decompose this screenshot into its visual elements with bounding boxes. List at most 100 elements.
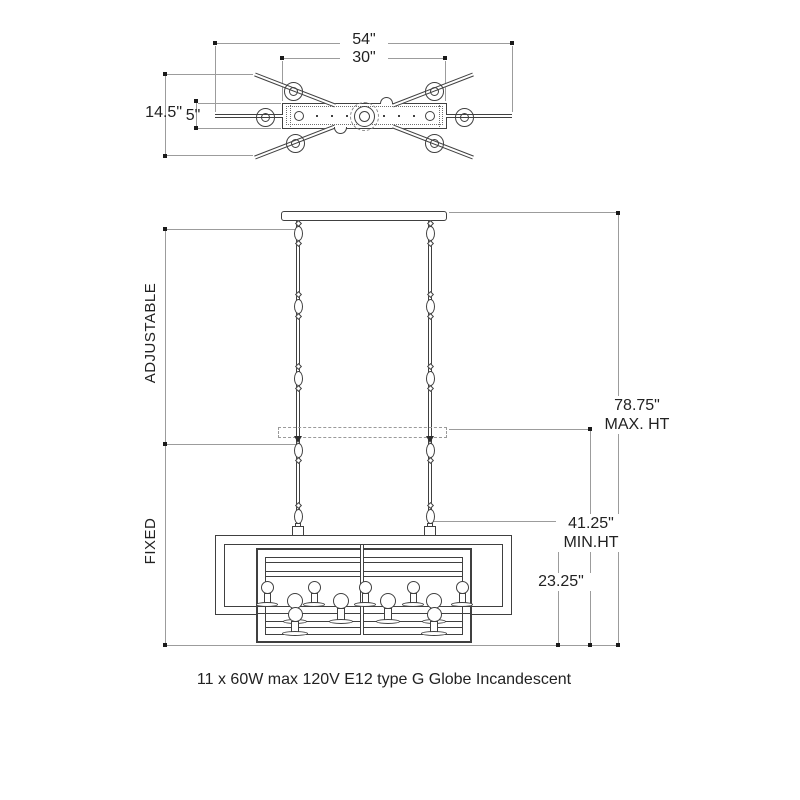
dim-label-14-5: 14.5" [145, 104, 182, 121]
chain-link [293, 508, 303, 524]
fixed-label: FIXED [142, 517, 159, 565]
max-height-label: 78.75" MAX. HT [601, 396, 673, 434]
max-height-unit: MAX. HT [604, 416, 670, 433]
min-height-value: 41.25" [568, 515, 614, 532]
chain-link [425, 442, 435, 458]
dim-dot [163, 154, 167, 158]
ext-line [167, 229, 296, 230]
plan-screw-dot [346, 115, 348, 117]
dim-label-30: 30" [340, 49, 388, 67]
plan-globe-ring [288, 86, 298, 96]
chain-link [425, 225, 435, 241]
bulb-globe [287, 607, 303, 622]
dim-dot [616, 211, 620, 215]
ext-line [167, 444, 296, 445]
bulb-globe [406, 581, 420, 594]
bulb-base [256, 602, 278, 607]
dim-dot [280, 56, 284, 60]
dim-dot [443, 56, 447, 60]
bulb-base [354, 602, 376, 607]
ext-line [512, 46, 513, 112]
plan-mount-bump [380, 97, 393, 104]
chain-link [425, 508, 435, 524]
plan-globe-ring [459, 112, 469, 122]
min-height-label: 41.25" MIN.HT [556, 514, 626, 552]
dim-line-5 [196, 101, 197, 128]
plan-globe-ring [424, 133, 444, 153]
ext-line-fixture-top [432, 521, 558, 522]
min-height-dashed-bar [278, 427, 447, 438]
chain-link [425, 298, 435, 314]
bulb-globe [260, 581, 274, 594]
plan-screw-dot [331, 115, 333, 117]
fixture-rail [258, 613, 470, 614]
plan-center-dashed-circle [349, 101, 379, 131]
fixture-rail [266, 627, 462, 628]
canopy [281, 211, 447, 221]
plan-suspension-hole [294, 111, 304, 121]
dim-label-54: 54" [340, 31, 388, 49]
bulb-globe [358, 581, 372, 594]
ext-line-minht [449, 429, 590, 430]
dim-dot [163, 442, 167, 446]
plan-globe-ring [255, 107, 275, 127]
plan-globe-ring [285, 133, 305, 153]
chain-link [293, 442, 303, 458]
min-height-arrow [425, 436, 434, 443]
min-height-unit: MIN.HT [563, 534, 619, 551]
lamping-caption: 11 x 60W max 120V E12 type G Globe Incan… [196, 671, 572, 688]
fixture-rail [266, 621, 462, 622]
dim-dot [616, 643, 620, 647]
plan-screw-dot [383, 115, 385, 117]
bulb-globe [426, 607, 442, 622]
fixture-rail [266, 562, 462, 563]
fixture-rail [266, 576, 462, 577]
plan-hinge-line [439, 105, 440, 127]
dim-dot [163, 643, 167, 647]
plan-screw-dot [398, 115, 400, 117]
ext-line [445, 61, 446, 101]
bulb-base [451, 602, 473, 607]
bulb-base [329, 619, 353, 624]
chain-link [425, 370, 435, 386]
bulb-base [402, 602, 424, 607]
dim-line-adjustable [165, 229, 166, 444]
dim-dot [588, 427, 592, 431]
bulb-globe [455, 581, 469, 594]
chain-link [293, 225, 303, 241]
bulb-base [303, 602, 325, 607]
elevation-view [0, 200, 800, 660]
plan-globe-ring [290, 138, 300, 148]
ext-line-canopy [449, 212, 618, 213]
plan-mount-bump [334, 127, 347, 134]
ext-line [167, 74, 253, 75]
plan-screw-dot [413, 115, 415, 117]
dim-dot [213, 41, 217, 45]
plan-globe-ring [454, 107, 474, 127]
plan-screw-dot [316, 115, 318, 117]
ext-line [198, 128, 281, 129]
bulb-globe [307, 581, 321, 594]
plan-arm-right [446, 114, 512, 118]
bulb-globe [380, 593, 396, 609]
max-height-value: 78.75" [614, 397, 660, 414]
plan-center-circle-inner [358, 110, 370, 122]
plan-globe-ring [429, 138, 439, 148]
dim-dot [163, 72, 167, 76]
fixture-height-label: 23.25" [530, 573, 592, 591]
plan-view [0, 0, 800, 200]
plan-suspension-hole [425, 111, 435, 121]
ext-line-bottom [165, 645, 618, 646]
dim-line-14-5 [165, 74, 166, 156]
bulb-globe [333, 593, 349, 609]
ext-line [215, 46, 216, 112]
dim-dot [510, 41, 514, 45]
dim-dot [194, 99, 198, 103]
plan-globe-ring [429, 86, 439, 96]
plan-globe-ring [283, 81, 303, 101]
dim-dot [556, 643, 560, 647]
dim-line-fixed [165, 444, 166, 645]
ext-line [198, 103, 281, 104]
bulb-base [376, 619, 400, 624]
